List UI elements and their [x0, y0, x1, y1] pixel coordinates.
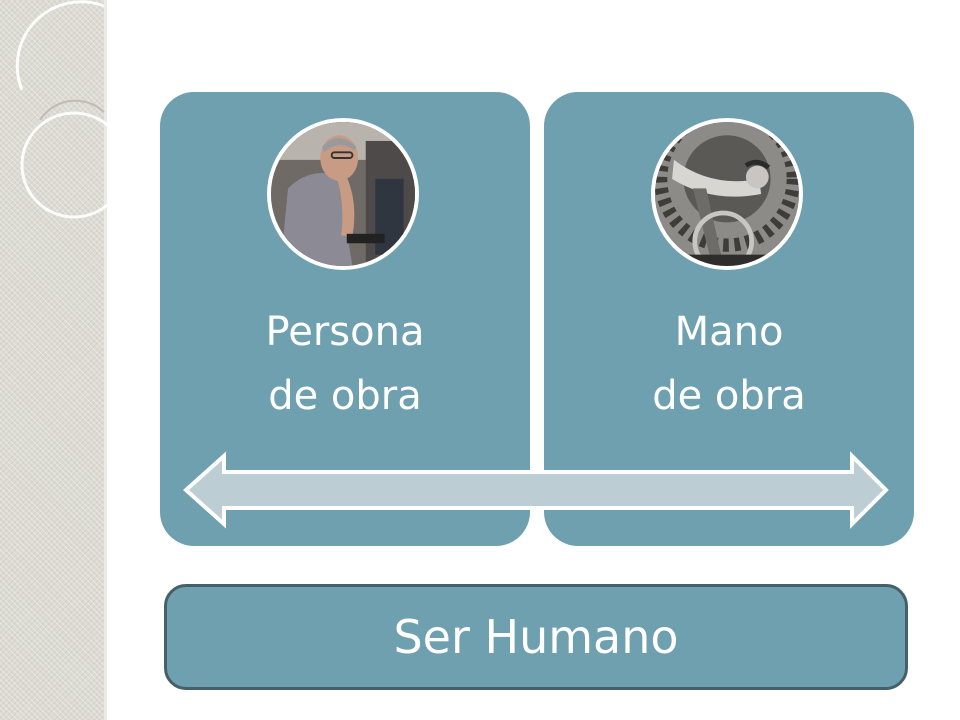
person-at-computer-photo: [267, 118, 419, 270]
panel-label-right: Mano de obra: [544, 300, 914, 428]
panel-label-left: Persona de obra: [160, 300, 530, 428]
panel-label-left-line1: Persona: [265, 309, 425, 355]
ser-humano-base: Ser Humano: [164, 584, 908, 690]
base-label: Ser Humano: [393, 610, 679, 664]
worker-in-machine-photo: [651, 118, 803, 270]
sidebar-edge: [104, 0, 107, 720]
panel-label-right-line1: Mano: [674, 309, 784, 355]
decorative-sidebar: [0, 0, 107, 720]
panel-label-left-line2: de obra: [268, 373, 422, 419]
panel-label-right-line2: de obra: [652, 373, 806, 419]
decorative-rings: [15, 0, 128, 219]
